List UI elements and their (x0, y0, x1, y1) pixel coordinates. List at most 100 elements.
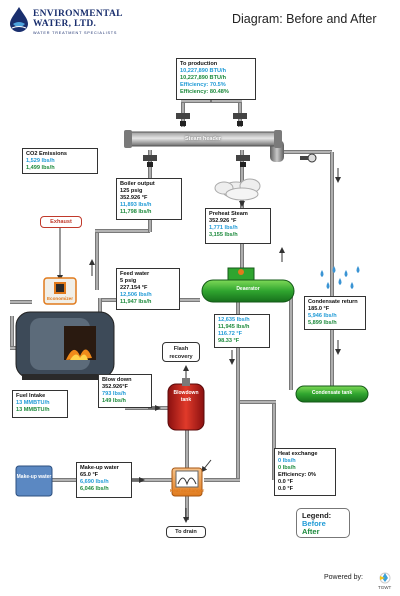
boiler-output-pressure: 125 psig (120, 188, 143, 194)
heat-exchange-efficiency: Efficiency: 0% (278, 472, 316, 478)
makeup-water-before: 6,690 lbs/h (80, 479, 109, 485)
blow-down-after: 149 lbs/h (102, 398, 126, 404)
flash-recovery-label: Flash recovery (162, 342, 200, 362)
heat-exchange-after: 0 lbs/h (278, 465, 296, 471)
tgwt-label: TGWT (378, 585, 392, 590)
legend-box: Legend: Before After (296, 508, 350, 538)
pipe-segment (240, 400, 276, 404)
blow-down-before: 793 lbs/h (102, 391, 126, 397)
company-tagline: WATER TREATMENT SPECIALISTS (33, 31, 118, 35)
steam-header (124, 130, 282, 148)
company-name-line1: ENVIRONMENTAL (33, 9, 123, 19)
boiler-output-temp: 352.926 °F (120, 195, 148, 201)
condensate-tank (295, 385, 369, 403)
makeup-water-after: 6,046 lbs/h (80, 486, 109, 492)
pipe-segment (185, 428, 189, 468)
valve-icon (233, 113, 247, 126)
deaerator-output-box: 12,635 lbs/h 11,945 lbs/h 116.72 °F 98.3… (214, 314, 270, 348)
tgwt-logo-icon (379, 572, 391, 584)
to-production-efficiency-after: Efficiency: 80.48% (180, 89, 229, 95)
makeup-water-title: Make-up water (80, 465, 119, 471)
to-production-efficiency-before: Efficiency: 70.5% (180, 82, 226, 88)
pipe-segment (236, 302, 240, 480)
feed-water-pressure: 5 psig (120, 278, 137, 284)
condensate-return-temp: 185.0 °F (308, 306, 330, 312)
exhaust-label: Exhaust (40, 216, 82, 228)
heat-exchange-before: 0 lbs/h (278, 458, 296, 464)
pipe-segment (185, 494, 189, 520)
economizer-label: Economizer (46, 296, 74, 301)
deaerator-output-temp-after: 98.33 °F (218, 338, 240, 344)
preheat-steam-temp: 352.926 °F (209, 218, 237, 224)
company-logo-icon (8, 6, 30, 32)
feed-water-before: 12,506 lbs/h (120, 292, 152, 298)
heat-exchanger-icon (171, 467, 203, 497)
legend-title: Legend: (302, 511, 332, 520)
makeup-water-source (15, 465, 53, 497)
pipe-segment (95, 232, 99, 290)
to-production-value-after: 10,227,890 BTU/h (180, 75, 227, 81)
fuel-intake-box: Fuel Intake 13 MMBTU/h 13 MMBTU/h (12, 390, 68, 418)
to-drain-label: To drain (166, 526, 206, 538)
valve-icon (236, 155, 250, 167)
steam-cloud-icon (214, 178, 261, 201)
heat-exchange-temp-2: 0.0 °F (278, 486, 293, 492)
heat-exchange-box: Heat exchange 0 lbs/h 0 lbs/h Efficiency… (274, 448, 336, 496)
fuel-intake-title: Fuel Intake (16, 393, 46, 399)
blowdown-tank (167, 378, 205, 431)
company-name-line2: WATER, LTD. (33, 19, 97, 29)
co2-after: 1,499 lbs/h (26, 165, 55, 171)
pipe-segment (204, 478, 240, 482)
valve-icon (143, 155, 157, 167)
pipe-segment (289, 290, 293, 390)
deaerator-output-temp-before: 116.72 °F (218, 331, 243, 337)
condensate-return-box: Condensate return 185.0 °F 5,946 lbs/h 5… (304, 296, 366, 330)
heat-exchange-title: Heat exchange (278, 451, 318, 457)
blowdown-tank-label: Blowdown tank (173, 390, 199, 403)
condensate-return-before: 5,946 lbs/h (308, 313, 337, 319)
to-production-title: To production (180, 61, 218, 67)
co2-title: CO2 Emissions (26, 151, 68, 157)
pipe-segment (95, 229, 150, 233)
makeup-water-box: Make-up water 65.0 °F 6,690 lbs/h 6,046 … (76, 462, 132, 498)
pipe-segment (330, 152, 334, 392)
co2-before: 1,529 lbs/h (26, 158, 55, 164)
deaerator-output-flow-after: 11,945 lbs/h (218, 324, 250, 330)
pipe-segment (125, 406, 170, 410)
feed-water-box: Feed water 5 psig 227.154 °F 12,506 lbs/… (116, 268, 180, 310)
heat-exchange-temp-1: 0.0 °F (278, 479, 293, 485)
powered-by-label: Powered by: (324, 574, 363, 581)
feed-water-temp: 227.154 °F (120, 285, 148, 291)
condensate-return-after: 5,899 lbs/h (308, 320, 337, 326)
condensate-return-title: Condensate return (308, 299, 358, 305)
fuel-intake-before: 13 MMBTU/h (16, 400, 50, 406)
makeup-water-temp: 65.0 °F (80, 472, 99, 478)
flow-arrow (201, 459, 212, 473)
fuel-intake-after: 13 MMBTU/h (16, 407, 50, 413)
heat-exchanger-label: Heat exchanger (169, 488, 205, 493)
boiler-output-after: 11,798 lbs/h (120, 209, 152, 215)
deaerator-tank (201, 267, 295, 303)
economizer-icon (43, 277, 77, 305)
pipe-segment (10, 300, 32, 304)
deaerator-output-flow-before: 12,635 lbs/h (218, 317, 250, 323)
legend-after: After (302, 527, 320, 536)
deaerator-label: Deaerator (236, 286, 260, 292)
pipe-segment (98, 298, 102, 320)
to-production-box: To production 10,227,890 BTU/h 10,227,89… (176, 58, 256, 100)
condensate-tank-label: Condensate tank (311, 390, 353, 396)
boiler-output-before: 11,893 lbs/h (120, 202, 152, 208)
pipe-segment (10, 316, 14, 348)
steam-header-label: Steam header (184, 136, 222, 142)
steam-trap-icon (300, 153, 317, 163)
feed-water-title: Feed water (120, 271, 150, 277)
blow-down-title: Blow down (102, 377, 132, 383)
feed-water-after: 11,947 lbs/h (120, 299, 152, 305)
preheat-steam-after: 3,155 lbs/h (209, 232, 238, 238)
co2-emissions-box: CO2 Emissions 1,529 lbs/h 1,499 lbs/h (22, 148, 98, 174)
preheat-steam-before: 1,771 lbs/h (209, 225, 238, 231)
pipe-segment (278, 150, 332, 154)
preheat-steam-title: Preheat Steam (209, 211, 248, 217)
